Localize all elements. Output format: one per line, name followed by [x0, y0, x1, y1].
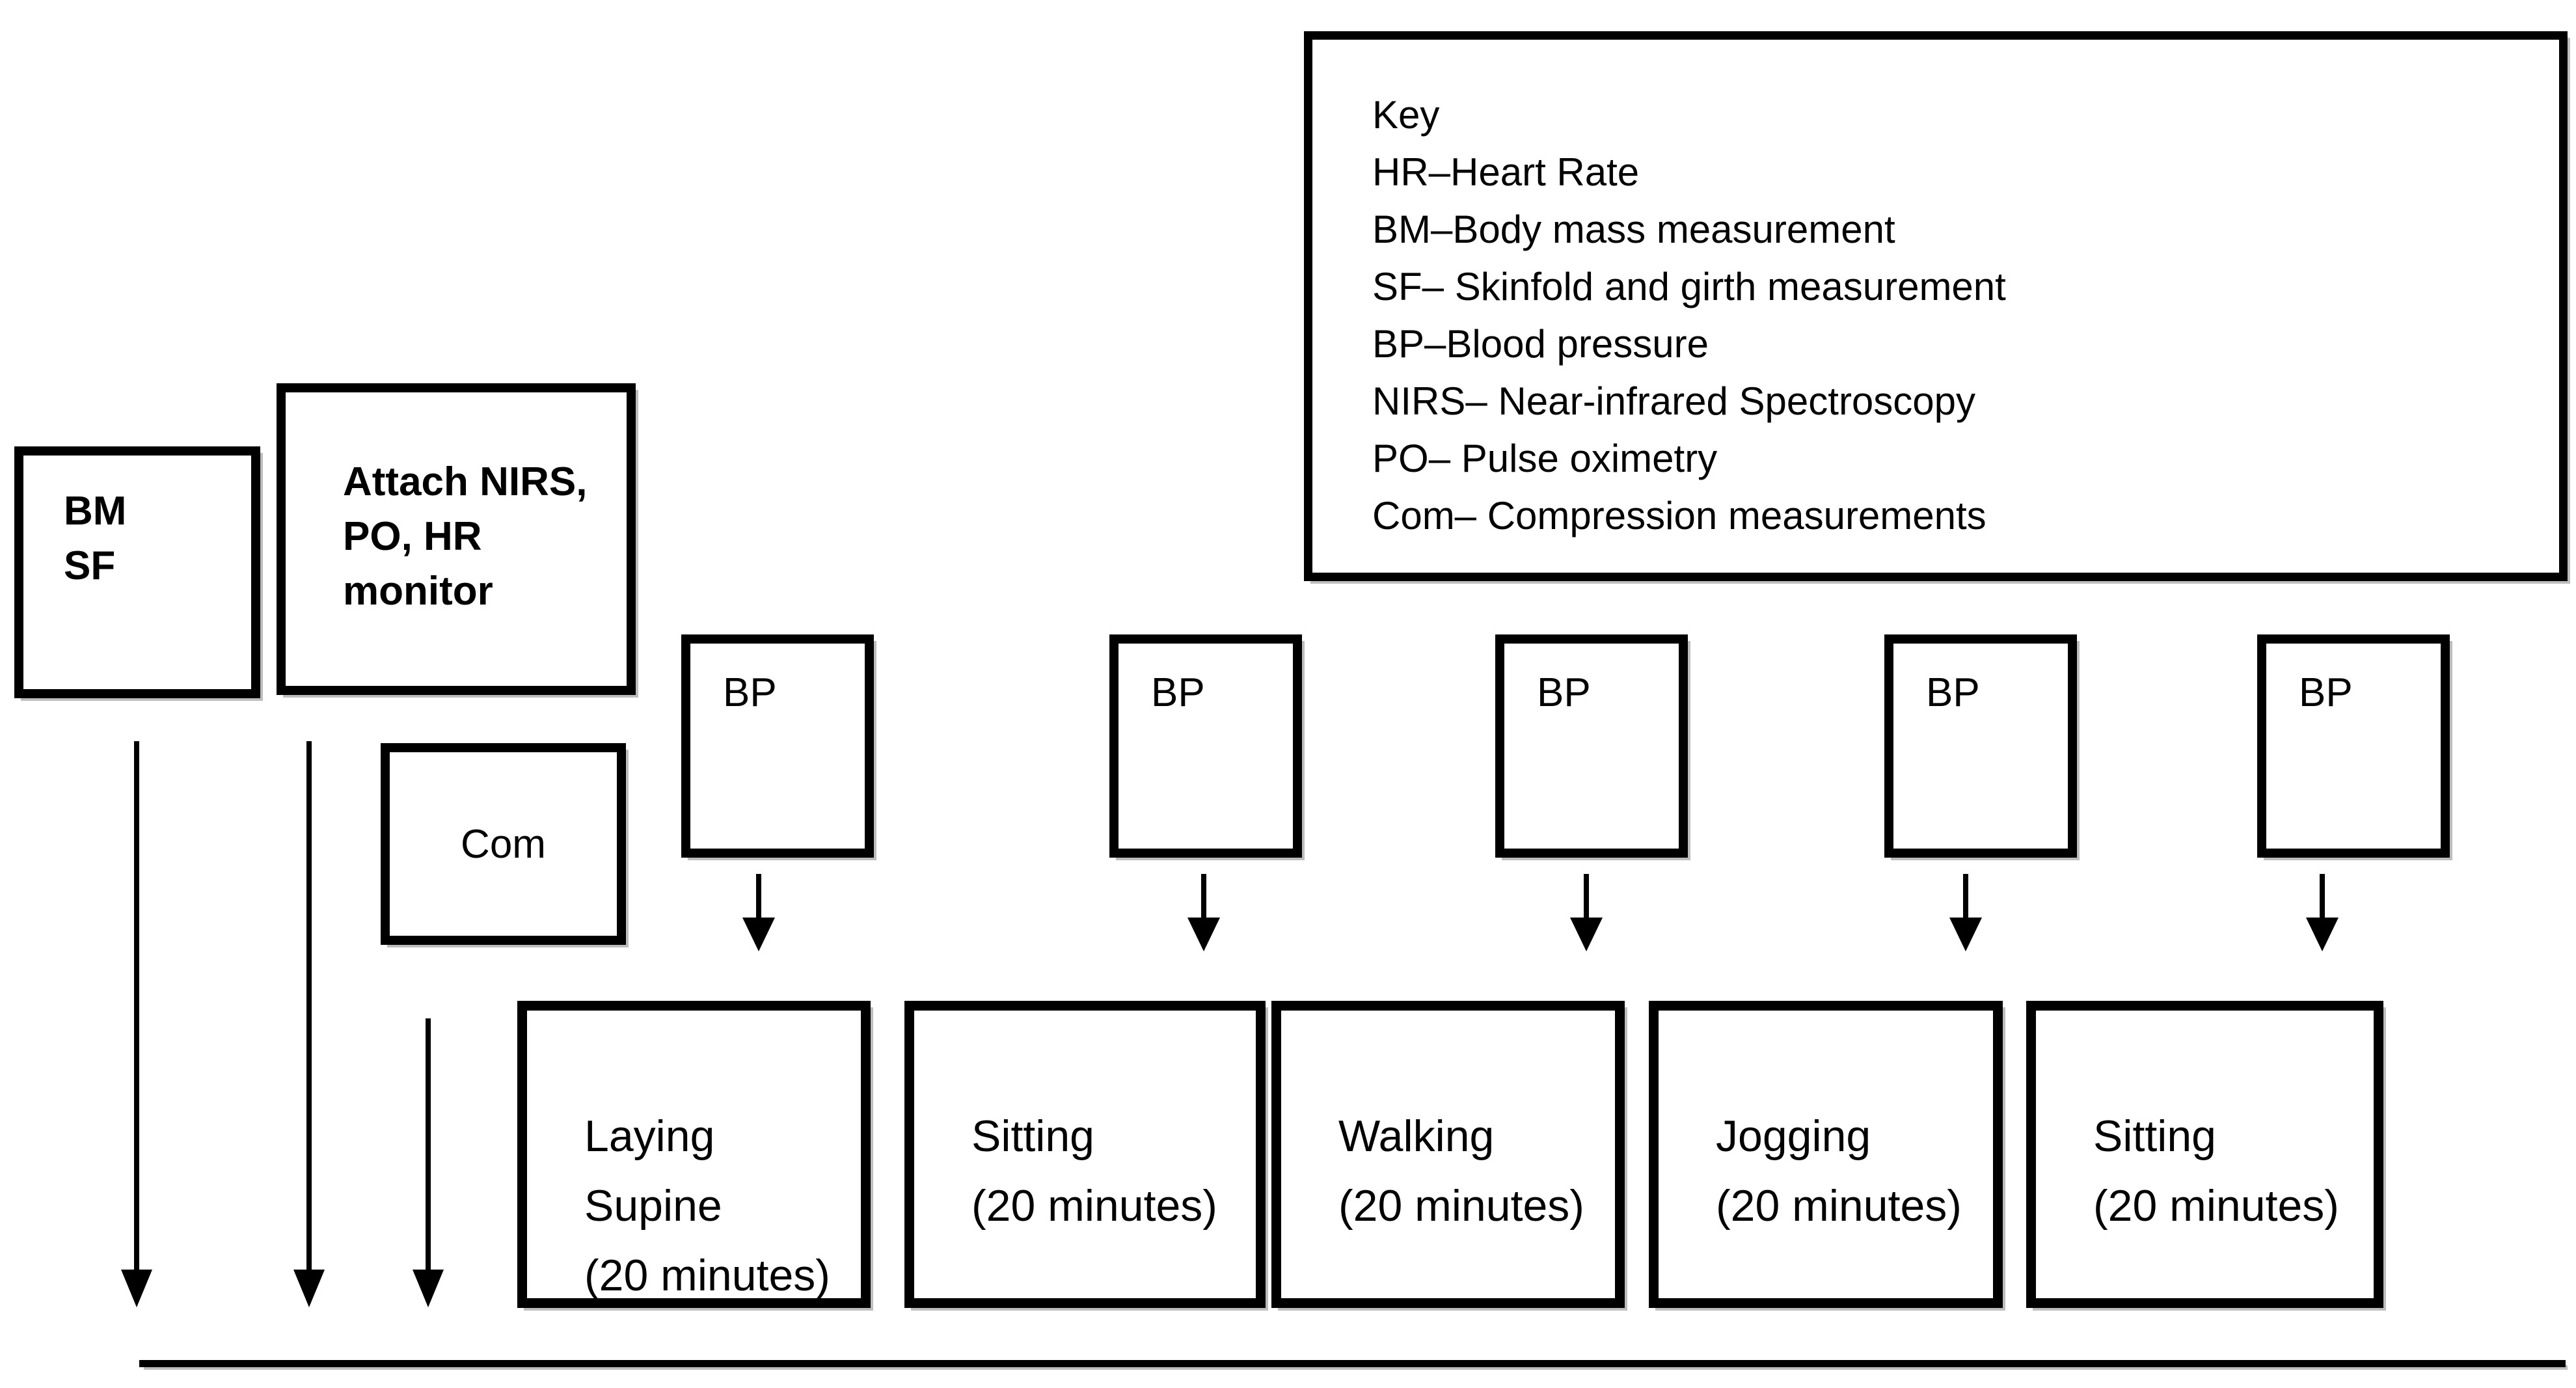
attach-line-2: PO, HR: [343, 514, 482, 559]
activity-box-sitting-1: Sitting (20 minutes): [904, 1001, 1266, 1308]
long-down-arrow-icon: [293, 1270, 325, 1307]
activity-line: (20 minutes): [2093, 1181, 2339, 1231]
activity-line: (20 minutes): [1338, 1181, 1584, 1231]
down-arrow-icon: [1570, 918, 1603, 951]
activity-line: (20 minutes): [1716, 1181, 1962, 1231]
activity-line: Jogging: [1716, 1111, 1871, 1161]
down-arrow-icon: [1963, 874, 1968, 918]
down-arrow-icon: [1187, 918, 1220, 951]
attach-line-3: monitor: [343, 569, 493, 614]
activity-line: (20 minutes): [971, 1181, 1217, 1231]
bp-box-3: BP: [1495, 634, 1688, 858]
bp-box-5: BP: [2257, 634, 2450, 858]
activity-box-laying-supine: Laying Supine (20 minutes): [517, 1001, 871, 1308]
key-entry-po: PO– Pulse oximetry: [1372, 437, 1718, 480]
key-entry-nirs: NIRS– Near-infrared Spectroscopy: [1372, 379, 1976, 423]
down-arrow-icon: [2306, 918, 2339, 951]
activity-line: Sitting: [2093, 1111, 2216, 1161]
activity-line: Supine: [584, 1181, 722, 1231]
down-arrow-icon: [1201, 874, 1206, 918]
long-down-arrow-icon: [306, 741, 312, 1270]
bm-sf-box: BM SF: [14, 446, 260, 698]
key-entry-com: Com– Compression measurements: [1372, 494, 1986, 538]
long-down-arrow-icon: [426, 1018, 431, 1270]
bp-label: BP: [1537, 670, 1591, 715]
long-down-arrow-icon: [413, 1270, 444, 1307]
long-down-arrow-icon: [121, 1270, 152, 1307]
key-entry-hr: HR–Heart Rate: [1372, 150, 1640, 194]
activity-box-jogging: Jogging (20 minutes): [1649, 1001, 2003, 1308]
sf-label: SF: [64, 543, 116, 588]
down-arrow-icon: [1949, 918, 1982, 951]
activity-line: (20 minutes): [584, 1251, 830, 1300]
long-down-arrow-icon: [134, 741, 139, 1270]
down-arrow-icon: [756, 874, 761, 918]
com-box: Com: [381, 743, 626, 945]
key-entry-sf: SF– Skinfold and girth measurement: [1372, 265, 2006, 308]
timeline-baseline: [139, 1360, 2566, 1367]
bp-box-4: BP: [1884, 634, 2077, 858]
bp-label: BP: [1151, 670, 1205, 715]
key-title: Key: [1372, 93, 1440, 137]
com-label: Com: [461, 821, 546, 867]
attach-monitors-box: Attach NIRS, PO, HR monitor: [277, 383, 636, 695]
activity-line: Laying: [584, 1111, 715, 1161]
bp-label: BP: [723, 670, 777, 715]
activity-box-sitting-2: Sitting (20 minutes): [2026, 1001, 2383, 1308]
bp-box-2: BP: [1109, 634, 1302, 858]
down-arrow-icon: [1584, 874, 1589, 918]
bm-label: BM: [64, 489, 127, 534]
down-arrow-icon: [2320, 874, 2325, 918]
activity-box-walking: Walking (20 minutes): [1271, 1001, 1625, 1308]
bp-label: BP: [2299, 670, 2353, 715]
key-entry-bm: BM–Body mass measurement: [1372, 208, 1895, 251]
bp-label: BP: [1926, 670, 1980, 715]
key-entry-bp: BP–Blood pressure: [1372, 322, 1709, 366]
bp-box-1: BP: [681, 634, 874, 858]
key-legend-box: Key HR–Heart Rate BM–Body mass measureme…: [1304, 31, 2568, 581]
down-arrow-icon: [742, 918, 775, 951]
activity-line: Walking: [1338, 1111, 1495, 1161]
activity-line: Sitting: [971, 1111, 1094, 1161]
attach-line-1: Attach NIRS,: [343, 459, 588, 504]
